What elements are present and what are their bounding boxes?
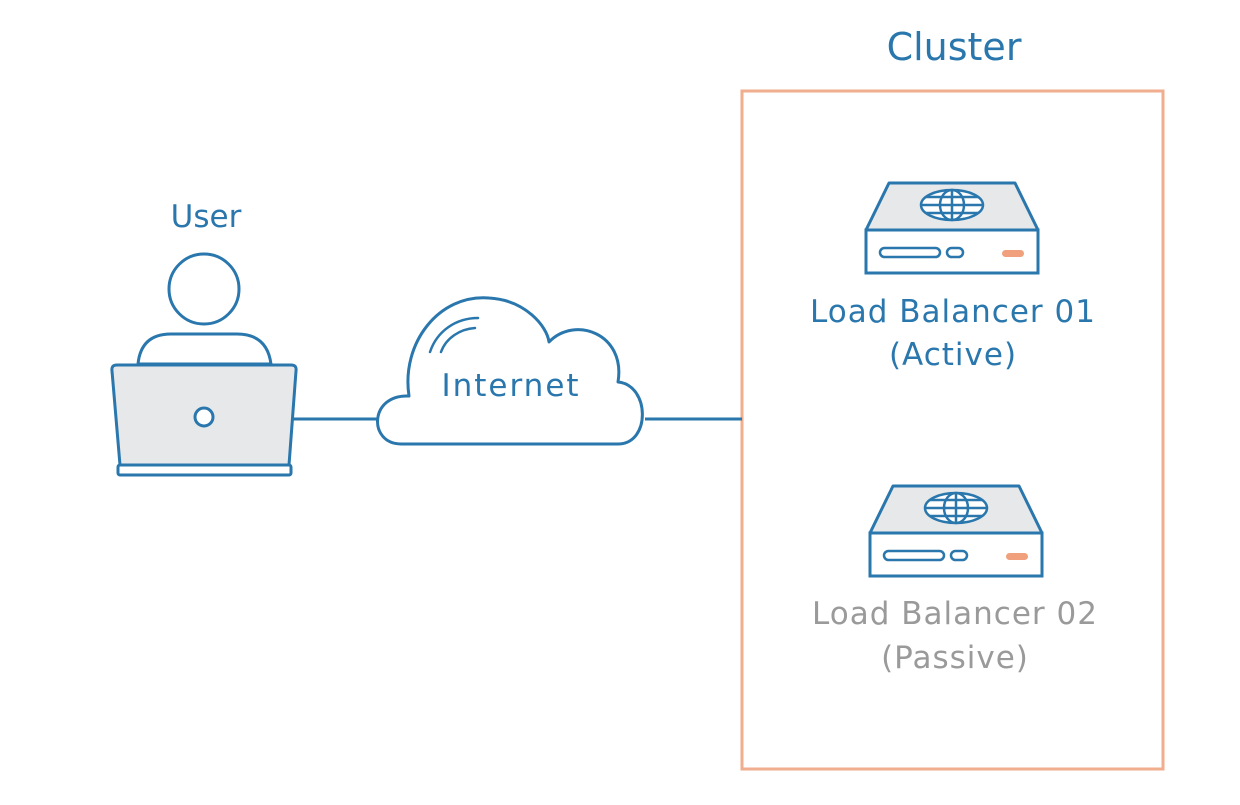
globe-icon xyxy=(919,188,985,222)
cluster-box xyxy=(740,89,1165,771)
globe-icon xyxy=(923,491,989,525)
load-balancer-02-state: (Passive) xyxy=(881,640,1029,676)
cloud-icon xyxy=(376,296,644,446)
user-label: User xyxy=(170,199,242,235)
user-icon xyxy=(136,252,273,366)
laptop-icon xyxy=(110,363,298,477)
internet-label: Internet xyxy=(441,368,581,404)
load-balancer-01-name: Load Balancer 01 xyxy=(810,294,1096,330)
load-balancer-01-state: (Active) xyxy=(888,337,1018,373)
cluster-title: Cluster xyxy=(886,25,1022,69)
server-icon xyxy=(864,181,1040,275)
load-balancer-02-name: Load Balancer 02 xyxy=(812,596,1098,632)
server-icon xyxy=(868,484,1044,578)
